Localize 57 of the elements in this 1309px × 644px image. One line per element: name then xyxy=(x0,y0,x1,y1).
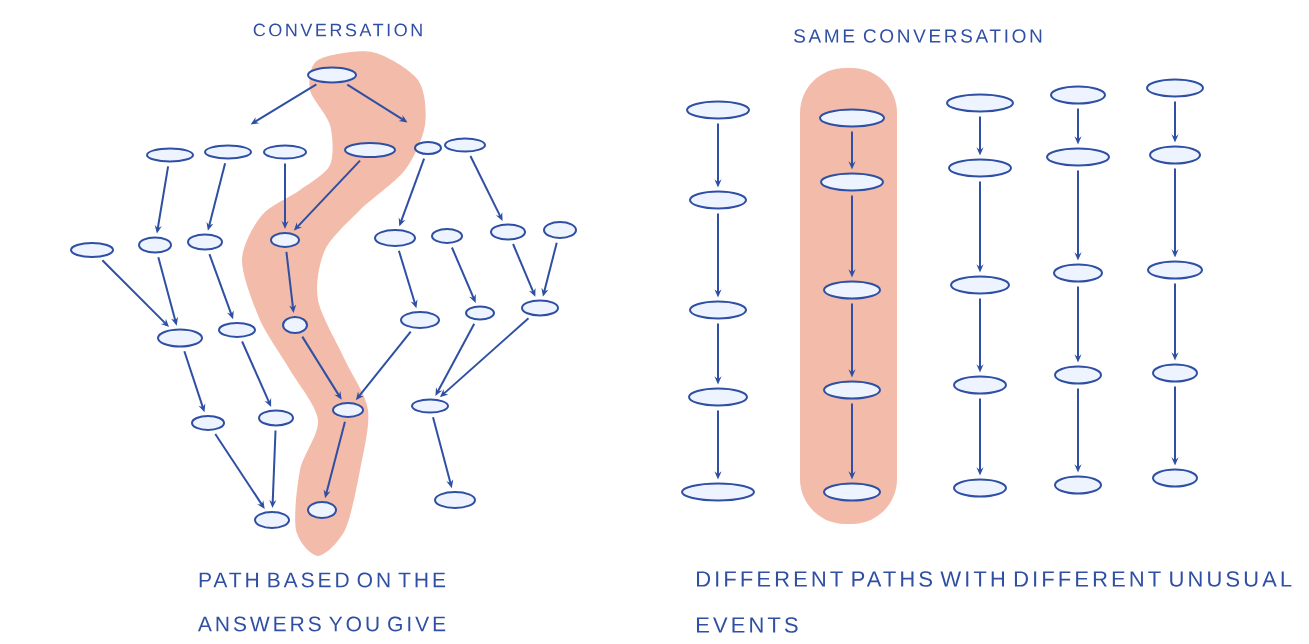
ellipse-node xyxy=(218,322,256,338)
ellipse-node xyxy=(1147,260,1203,280)
ellipse-node xyxy=(434,491,476,509)
ellipse-node xyxy=(1146,78,1204,98)
ellipse-node xyxy=(258,409,294,427)
arrow xyxy=(435,322,476,396)
ellipse-node xyxy=(689,190,747,210)
ellipse-node xyxy=(823,280,881,300)
ellipse-node xyxy=(191,415,225,431)
ellipse-node xyxy=(948,158,1012,178)
ellipse-node xyxy=(374,229,416,247)
ellipse-node xyxy=(146,147,194,163)
ellipse-node xyxy=(490,223,526,241)
arrow xyxy=(450,246,476,303)
arrow xyxy=(469,154,503,221)
ellipse-node xyxy=(1054,365,1102,385)
ellipse-node xyxy=(400,311,440,329)
arrow xyxy=(285,250,297,313)
ellipse-node xyxy=(1152,468,1198,488)
ellipse-node xyxy=(543,221,577,239)
ellipse-node xyxy=(307,66,357,84)
ellipse-node xyxy=(689,300,747,320)
ellipse-node xyxy=(823,482,881,502)
ellipse-node xyxy=(444,137,486,153)
ellipse-node xyxy=(1050,85,1106,105)
ellipse-node xyxy=(953,375,1007,395)
ellipse-node xyxy=(157,328,203,348)
caption: PATH BASED ON THE ANSWERS YOU GIVE xyxy=(197,572,446,632)
ellipse-node xyxy=(263,144,307,160)
ellipse-node xyxy=(946,93,1014,113)
ellipse-node xyxy=(1046,147,1110,167)
arrow xyxy=(241,340,272,407)
caption: DIFFERENT PATHS WITH DIFFERENT UNUSUAL EVENTS xyxy=(697,571,1292,633)
ellipse-node xyxy=(254,511,290,529)
ellipse-node xyxy=(950,275,1010,295)
ellipse-node xyxy=(411,398,449,414)
ellipse-node xyxy=(1053,263,1103,283)
ellipse-node xyxy=(688,387,748,407)
ellipse-node xyxy=(686,100,750,120)
heading: CONVERSATION xyxy=(253,23,422,37)
ellipse-node xyxy=(187,233,223,251)
arrow xyxy=(214,432,265,509)
ellipse-node xyxy=(1152,363,1198,383)
ellipse-node xyxy=(138,236,172,254)
ellipse-node xyxy=(521,299,559,317)
ellipse-node xyxy=(681,482,755,502)
heading: SAME CONVERSATION xyxy=(794,29,1042,43)
ellipse-node xyxy=(1054,475,1102,495)
ellipse-node xyxy=(953,478,1007,498)
ellipse-node xyxy=(70,242,114,258)
ellipse-node xyxy=(823,380,881,400)
ellipse-node xyxy=(204,144,252,160)
arrow xyxy=(301,335,342,400)
ellipse-node xyxy=(1149,145,1201,165)
ellipse-node xyxy=(414,141,442,155)
ellipse-node xyxy=(465,305,495,321)
ellipse-node xyxy=(431,228,463,244)
